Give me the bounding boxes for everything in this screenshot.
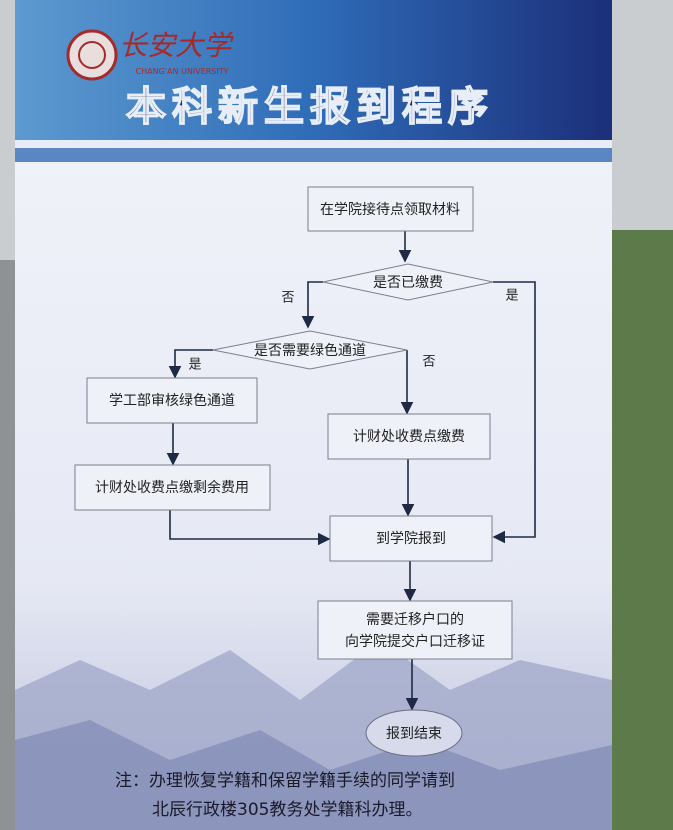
note-line-2: 北辰行政楼305教务处学籍科办理。: [152, 800, 422, 820]
decision-green-label: 是否需要绿色通道: [254, 342, 366, 359]
node-end-label: 报到结束: [386, 726, 442, 742]
node-report-college: 到学院报到: [329, 515, 493, 562]
node-pay-remaining-label: 计财处收费点缴剩余费用: [95, 479, 249, 496]
node-green-review: 学工部审核绿色通道: [86, 377, 258, 424]
seal-inner-ring: [78, 41, 106, 69]
note-line-1: 注：办理恢复学籍和保留学籍手续的同学请到: [115, 771, 455, 791]
arrow-remaining-to-report: [169, 510, 331, 546]
node-report-label: 到学院报到: [376, 531, 446, 547]
banner-stripe-light: [15, 140, 612, 148]
page-title: 本科新生报到程序: [126, 84, 494, 130]
node-pay-remaining: 计财处收费点缴剩余费用: [74, 464, 271, 511]
arrow-paid-no: [301, 281, 323, 329]
label-green-no: 否: [422, 355, 435, 370]
node-pay-fees: 计财处收费点缴费: [327, 413, 491, 460]
node-pay-fees-label: 计财处收费点缴费: [353, 429, 465, 445]
label-paid-no: 否: [281, 291, 294, 306]
node-start-label: 在学院接待点领取材料: [320, 201, 460, 218]
node-green-review-label: 学工部审核绿色通道: [109, 392, 235, 409]
node-hukou-line2: 向学院提交户口迁移证: [345, 633, 485, 650]
label-paid-yes: 是: [505, 289, 518, 304]
logo-subtext: CHANG'AN UNIVERSITY: [136, 67, 229, 76]
banner-stripe-blue: [15, 148, 612, 162]
node-hukou: 需要迁移户口的 向学院提交户口迁移证: [317, 600, 513, 660]
node-hukou-line1: 需要迁移户口的: [366, 611, 464, 628]
node-start: 在学院接待点领取材料: [307, 186, 474, 232]
logo-text: 长安大学: [119, 29, 234, 62]
label-green-yes: 是: [188, 358, 201, 373]
header-banner: [15, 0, 612, 140]
arrow-green-yes: [168, 349, 213, 379]
decision-paid: 是否已缴费: [322, 263, 494, 301]
decision-green-channel: 是否需要绿色通道: [212, 330, 408, 370]
mountains-front: [15, 720, 612, 830]
background-trees: [600, 230, 673, 830]
node-end: 报到结束: [365, 709, 463, 757]
university-seal-logo: [66, 29, 118, 81]
decision-paid-label: 是否已缴费: [373, 275, 443, 291]
arrow-paid-yes: [492, 281, 536, 544]
